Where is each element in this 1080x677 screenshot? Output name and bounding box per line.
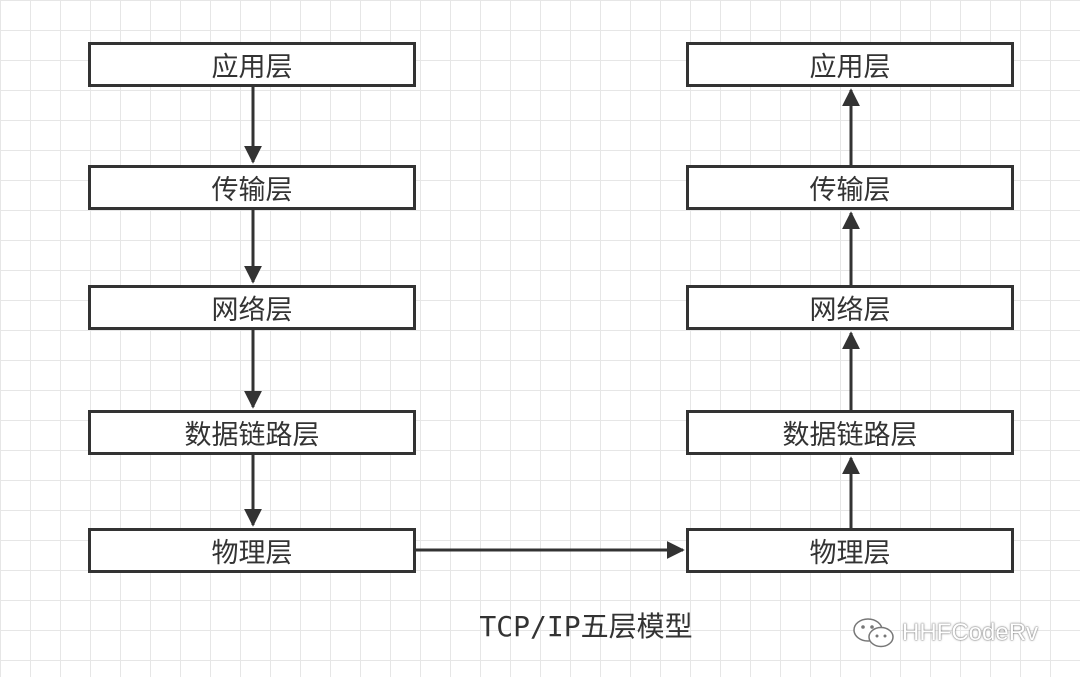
diagram-caption: TCP/IP五层模型	[479, 610, 693, 643]
receiver-application-layer: 应用层	[686, 42, 1014, 87]
sender-physical-layer: 物理层	[88, 528, 416, 573]
receiver-transport-layer: 传输层	[686, 165, 1014, 210]
receiver-data-link-layer: 数据链路层	[686, 410, 1014, 455]
wechat-icon	[853, 618, 894, 648]
sender-transport-layer: 传输层	[88, 165, 416, 210]
watermark-text: HHFCodeRv	[902, 619, 1039, 646]
receiver-physical-layer: 物理层	[686, 528, 1014, 573]
sender-network-layer: 网络层	[88, 285, 416, 330]
sender-data-link-layer: 数据链路层	[88, 410, 416, 455]
receiver-network-layer: 网络层	[686, 285, 1014, 330]
watermark: HHFCodeRv	[852, 616, 1038, 650]
sender-application-layer: 应用层	[88, 42, 416, 87]
